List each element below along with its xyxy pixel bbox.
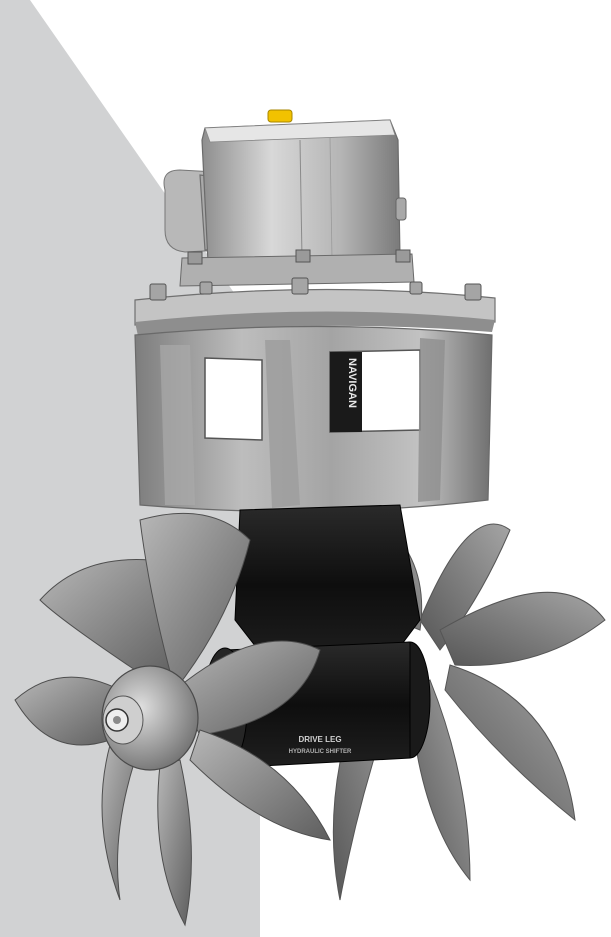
housing-text-line1: DRIVE LEG (298, 735, 341, 744)
cast-leg-body: NAVIGAN (134, 325, 493, 513)
mounting-flange (134, 277, 496, 336)
hydraulic-motor (163, 109, 415, 287)
brand-band-text: NAVIGAN (346, 358, 358, 408)
yellow-cap (267, 109, 293, 123)
front-propeller (14, 512, 331, 927)
housing-text-line2: HYDRAULIC SHIFTER (289, 749, 352, 755)
